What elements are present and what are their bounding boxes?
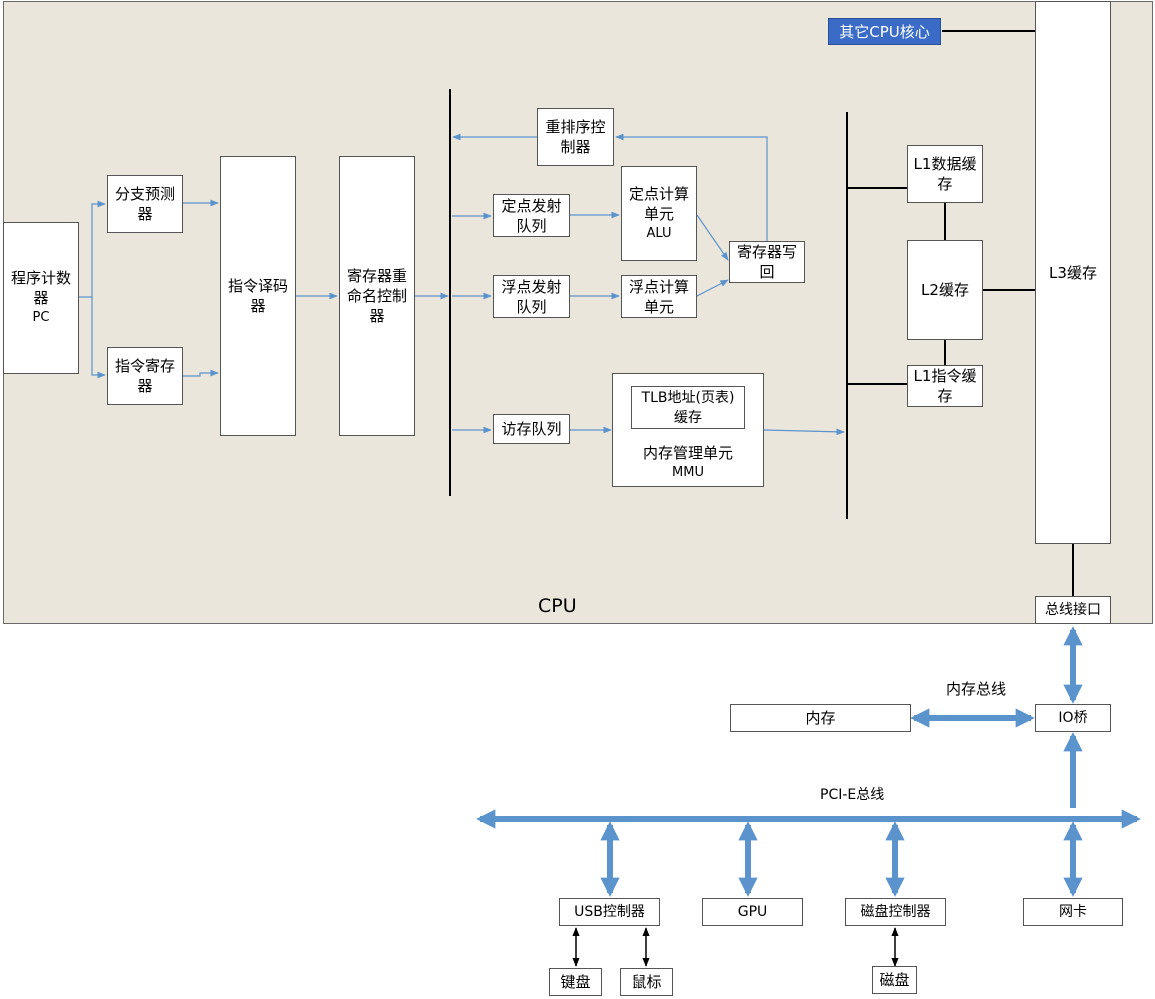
program-counter-box: 程序计数 器 PC <box>3 222 79 374</box>
instruction-register-box: 指令寄存 器 <box>107 347 183 405</box>
bus-interface-box: 总线接口 <box>1035 596 1111 624</box>
memory-bus-label: 内存总线 <box>946 680 1007 698</box>
usb-controller-box: USB控制器 <box>559 898 660 926</box>
pc-to-ireg-arrow <box>91 297 106 379</box>
fixed-point-issue-queue-box: 定点发射 队列 <box>493 194 570 237</box>
alu-label: 定点计算 单元 <box>628 184 689 223</box>
float-issue-queue-box: 浮点发射 队列 <box>493 275 570 318</box>
reorder-controller-box: 重排序控 制器 <box>537 108 614 166</box>
l1-instruction-cache-box: L1指令缓 存 <box>907 365 983 407</box>
mouse-box: 鼠标 <box>620 968 673 996</box>
alu-abbr: ALU <box>646 225 672 241</box>
fpu-to-writeback-arrow <box>696 279 729 297</box>
pcie-bus-label: PCI-E总线 <box>820 787 885 803</box>
instruction-decoder-box: 指令译码 器 <box>220 156 296 436</box>
writeback-to-reorder-arrow <box>615 133 768 241</box>
mmu-to-cache-bus-arrow <box>763 428 845 436</box>
mmu-abbr: MMU <box>672 465 704 480</box>
l2-cache-box: L2缓存 <box>907 240 983 340</box>
disk-box: 磁盘 <box>872 966 917 994</box>
keyboard-box: 键盘 <box>549 968 602 996</box>
io-bridge-box: IO桥 <box>1035 704 1111 732</box>
gpu-box: GPU <box>702 898 803 926</box>
other-cpu-cores-box: 其它CPU核心 <box>828 18 941 45</box>
cpu-label: CPU <box>538 595 577 617</box>
pc-to-branch-arrow <box>79 200 106 298</box>
ireg-to-decoder-arrow <box>183 369 219 377</box>
network-card-box: 网卡 <box>1023 898 1123 926</box>
mmu-label: 内存管理单元 <box>642 444 733 462</box>
fpu-box: 浮点计算 单元 <box>621 275 697 318</box>
program-counter-abbr: PC <box>32 310 50 325</box>
alu-box: 定点计算 单元 ALU <box>621 166 697 261</box>
register-writeback-box: 寄存器写 回 <box>729 241 805 283</box>
branch-predictor-box: 分支预测 器 <box>107 175 183 233</box>
memory-access-queue-box: 访存队列 <box>493 414 570 444</box>
register-rename-box: 寄存器重 命名控制 器 <box>339 156 415 436</box>
alu-to-writeback-arrow <box>696 214 729 261</box>
program-counter-label: 程序计数 器 <box>10 269 71 307</box>
tlb-box: TLB地址(页表) 缓存 <box>631 386 745 429</box>
l1-data-cache-box: L1数据缓 存 <box>907 145 983 203</box>
memory-box: 内存 <box>730 704 911 732</box>
l3-cache-box: L3缓存 <box>1035 1 1111 544</box>
disk-controller-box: 磁盘控制器 <box>845 898 946 926</box>
